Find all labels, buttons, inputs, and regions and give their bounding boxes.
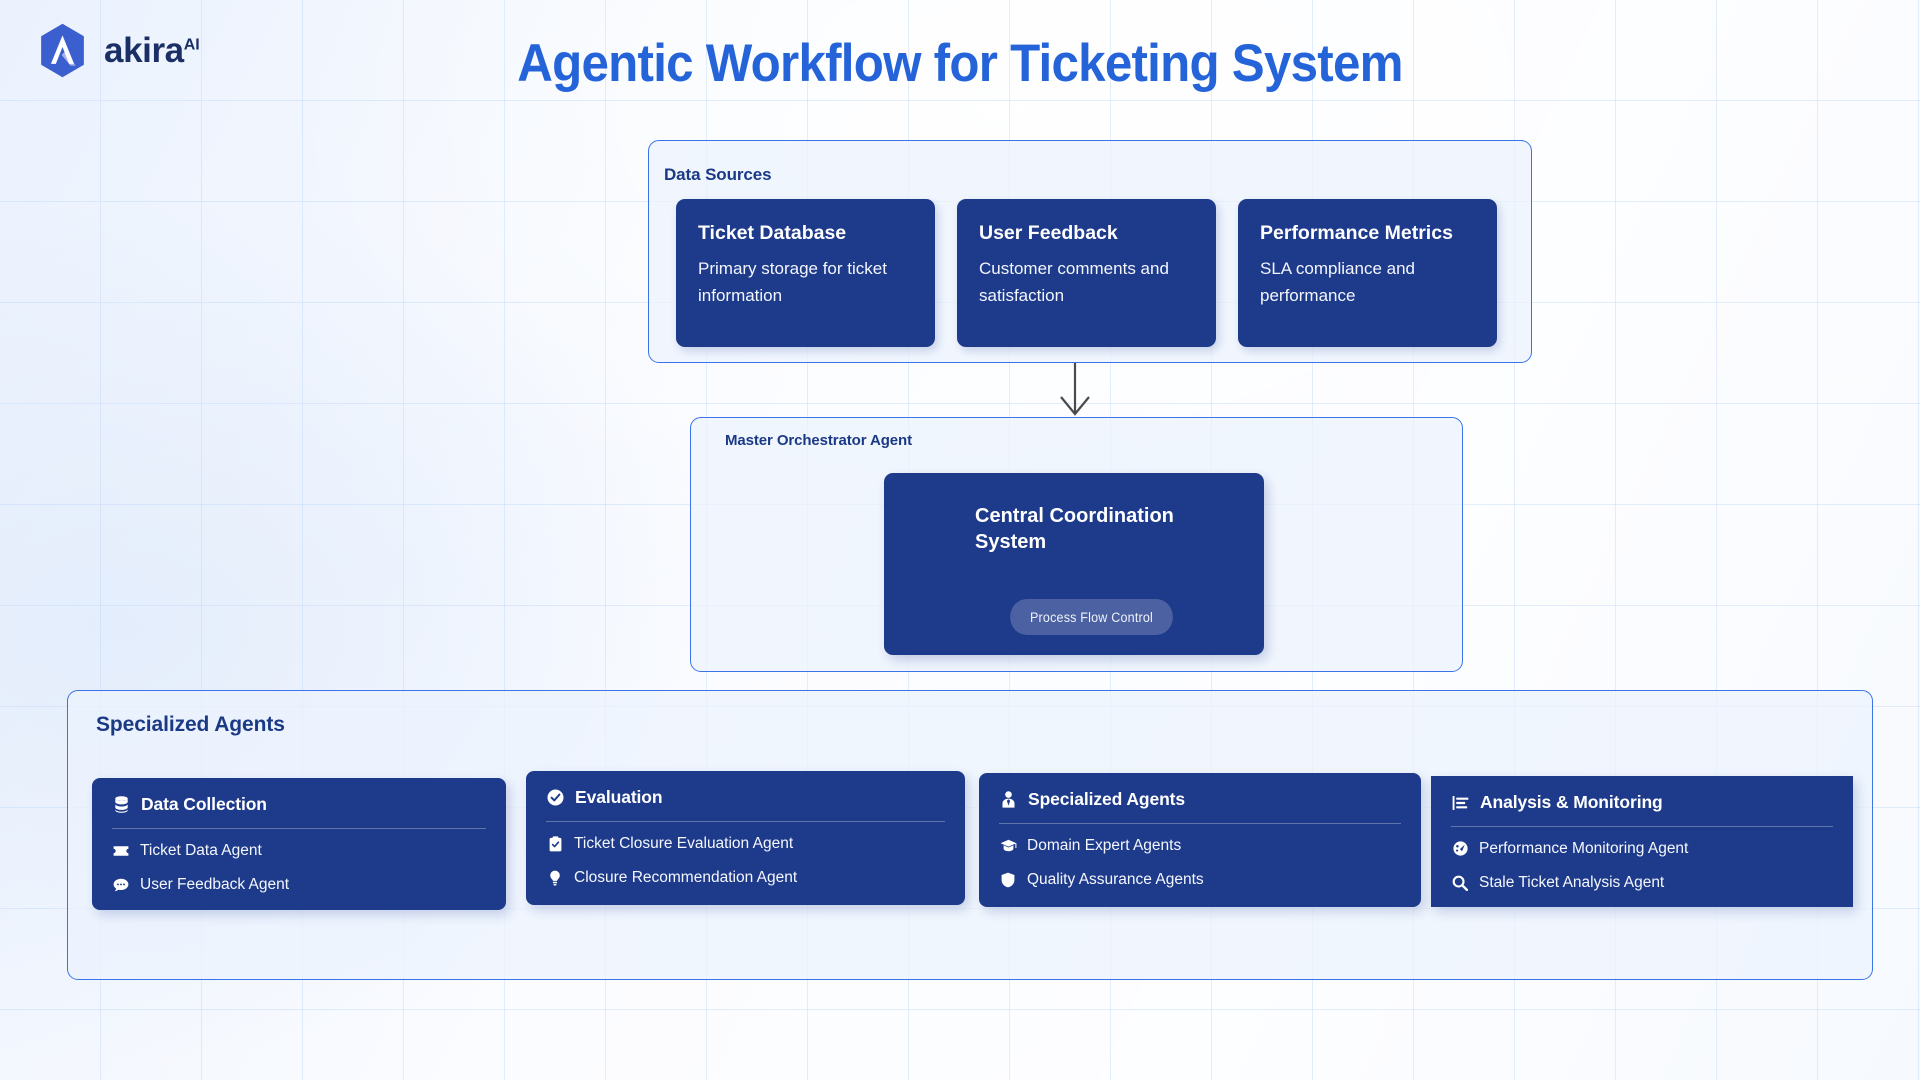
agent-list-item[interactable]: Performance Monitoring Agent — [1451, 840, 1833, 857]
agent-card-title: Data Collection — [141, 794, 267, 814]
agent-card-analysis-monitoring[interactable]: Analysis & Monitoring Performance Monito… — [1431, 776, 1853, 907]
agent-card-data-collection[interactable]: Data Collection Ticket Data Agent User F… — [92, 778, 506, 910]
brand-logo[interactable]: akiraAI — [34, 22, 200, 79]
agent-list-item[interactable]: Ticket Closure Evaluation Agent — [546, 835, 945, 852]
lightbulb-icon — [546, 870, 564, 886]
process-flow-control-badge[interactable]: Process Flow Control — [1010, 599, 1173, 635]
agent-list-label: Performance Monitoring Agent — [1479, 840, 1689, 857]
agent-card-specialized-agents[interactable]: Specialized Agents Domain Expert Agents … — [979, 773, 1421, 907]
agent-list-item[interactable]: User Feedback Agent — [112, 876, 486, 893]
magnifier-icon — [1451, 875, 1469, 891]
database-icon — [112, 796, 130, 813]
check-circle-icon — [546, 789, 564, 806]
gauge-icon — [1451, 841, 1469, 856]
specialized-agents-title: Specialized Agents — [96, 713, 285, 736]
agent-list-item[interactable]: Stale Ticket Analysis Agent — [1451, 874, 1833, 891]
coordination-card-title: Central Coordination System — [975, 505, 1174, 553]
agent-list-label: User Feedback Agent — [140, 876, 290, 894]
graduation-cap-icon — [999, 839, 1017, 852]
divider — [1451, 826, 1833, 827]
arrow-down-icon — [1055, 363, 1095, 422]
data-source-description: SLA compliance and performance — [1260, 259, 1415, 305]
data-source-name: Performance Metrics — [1260, 222, 1453, 244]
central-coordination-system-card[interactable]: Central Coordination System — [884, 473, 1264, 655]
divider — [112, 828, 486, 829]
agent-list-label: Ticket Closure Evaluation Agent — [574, 835, 794, 852]
data-source-name: User Feedback — [979, 222, 1118, 244]
data-sources-title: Data Sources — [664, 165, 772, 184]
agent-list-label: Closure Recommendation Agent — [574, 869, 798, 887]
chart-bar-icon — [1451, 795, 1469, 811]
agent-card-title: Evaluation — [575, 787, 663, 807]
agent-card-header: Evaluation — [546, 787, 945, 821]
data-source-card-performance-metrics[interactable]: Performance Metrics SLA compliance and p… — [1238, 199, 1497, 347]
user-tie-icon — [999, 791, 1017, 808]
brand-superscript: AI — [183, 36, 200, 54]
agent-card-title: Analysis & Monitoring — [1480, 792, 1663, 812]
agent-list-label: Quality Assurance Agents — [1027, 871, 1204, 889]
master-orchestrator-title: Master Orchestrator Agent — [725, 432, 912, 449]
agent-list-label: Domain Expert Agents — [1027, 837, 1182, 854]
shield-icon — [999, 872, 1017, 888]
brand-name-text: akira — [104, 31, 184, 70]
divider — [999, 823, 1401, 824]
data-source-card-ticket-database[interactable]: Ticket Database Primary storage for tick… — [676, 199, 935, 347]
agent-card-header: Data Collection — [112, 794, 486, 828]
brand-name: akiraAI — [104, 33, 200, 68]
comment-icon — [112, 878, 130, 892]
agent-list-label: Stale Ticket Analysis Agent — [1479, 874, 1665, 892]
agent-list-item[interactable]: Closure Recommendation Agent — [546, 869, 945, 886]
data-source-name: Ticket Database — [698, 222, 847, 244]
agent-card-header: Analysis & Monitoring — [1451, 792, 1833, 826]
data-source-description: Primary storage for ticket information — [698, 259, 887, 305]
ticket-icon — [112, 845, 130, 857]
page-title: Agentic Workflow for Ticketing System — [517, 34, 1403, 93]
hexagon-a-logo-icon — [34, 22, 91, 79]
agent-card-header: Specialized Agents — [999, 789, 1401, 823]
agent-list-label: Ticket Data Agent — [140, 842, 262, 859]
agent-card-evaluation[interactable]: Evaluation Ticket Closure Evaluation Age… — [526, 771, 965, 905]
agent-list-item[interactable]: Quality Assurance Agents — [999, 871, 1401, 888]
data-source-description: Customer comments and satisfaction — [979, 259, 1169, 305]
data-source-card-user-feedback[interactable]: User Feedback Customer comments and sati… — [957, 199, 1216, 347]
agent-list-item[interactable]: Ticket Data Agent — [112, 842, 486, 859]
agent-card-title: Specialized Agents — [1028, 789, 1186, 809]
divider — [546, 821, 945, 822]
clipboard-check-icon — [546, 835, 564, 852]
agent-list-item[interactable]: Domain Expert Agents — [999, 837, 1401, 854]
